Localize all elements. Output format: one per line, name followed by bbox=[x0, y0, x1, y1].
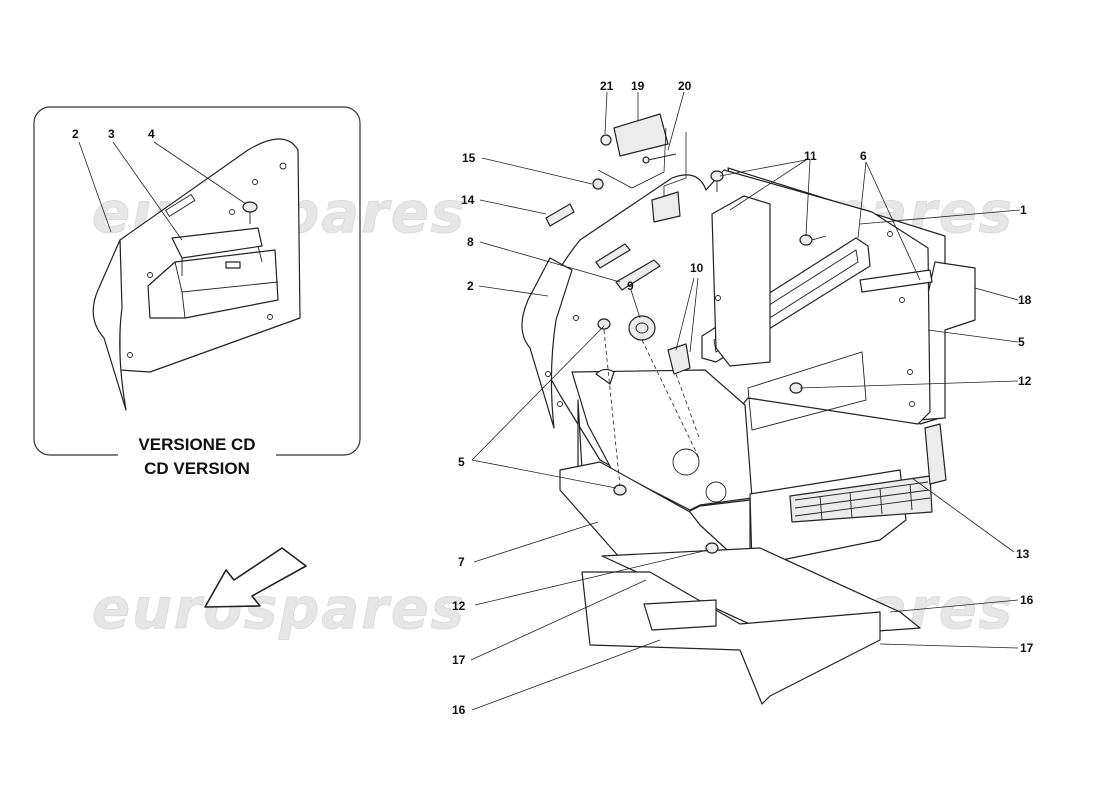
callout-8: 8 bbox=[467, 235, 474, 249]
floor-pan bbox=[571, 369, 753, 511]
screw-5b bbox=[613, 484, 627, 496]
callout-20: 20 bbox=[678, 79, 692, 93]
inset-callout-3: 3 bbox=[108, 127, 115, 141]
direction-arrow-icon bbox=[204, 547, 307, 608]
inset-callout-2: 2 bbox=[72, 127, 79, 141]
callout-labels: 21 19 20 15 14 8 2 9 10 11 6 1 18 5 12 5… bbox=[452, 79, 1034, 717]
callout-12: 12 bbox=[452, 599, 466, 613]
side-grille bbox=[924, 423, 947, 485]
nut-21 bbox=[600, 134, 612, 146]
callout-2: 2 bbox=[467, 279, 474, 293]
main-assembly bbox=[521, 113, 976, 705]
screw-11b bbox=[799, 234, 813, 246]
watermark: eurospares bbox=[92, 577, 466, 642]
callout-14: 14 bbox=[461, 193, 475, 207]
callout-11: 11 bbox=[804, 149, 817, 163]
leader-lines bbox=[470, 91, 1021, 711]
inset-cd-version: 2 3 4 VERSIONE CD CD VERSION bbox=[33, 106, 361, 482]
label-plate bbox=[651, 191, 681, 223]
screw-12b bbox=[705, 542, 719, 554]
callout-18: 18 bbox=[1018, 293, 1032, 307]
radio-bar bbox=[859, 269, 933, 293]
inset-caption-en: CD VERSION bbox=[144, 459, 250, 478]
callout-16: 16 bbox=[1020, 593, 1034, 607]
pad-14 bbox=[545, 203, 575, 227]
inset-caption-it: VERSIONE CD bbox=[138, 435, 255, 454]
inset-callout-4: 4 bbox=[148, 127, 155, 141]
callout-5: 5 bbox=[458, 455, 465, 469]
callout-13: 13 bbox=[1016, 547, 1030, 561]
plate-19 bbox=[613, 113, 669, 157]
inset-bracket bbox=[171, 227, 263, 259]
inset-edge-trim bbox=[92, 239, 127, 411]
callout-17: 17 bbox=[452, 653, 466, 667]
callout-17: 17 bbox=[1020, 641, 1034, 655]
vertical-bracket bbox=[711, 195, 771, 367]
screw-5a bbox=[597, 318, 611, 330]
callout-19: 19 bbox=[631, 79, 645, 93]
callout-1: 1 bbox=[1020, 203, 1027, 217]
clip-10 bbox=[667, 343, 691, 375]
callout-21: 21 bbox=[600, 79, 614, 93]
callout-16: 16 bbox=[452, 703, 466, 717]
callout-9: 9 bbox=[627, 279, 634, 293]
callout-10: 10 bbox=[690, 261, 704, 275]
callout-12: 12 bbox=[1018, 374, 1032, 388]
callout-7: 7 bbox=[458, 555, 465, 569]
callout-5: 5 bbox=[1018, 335, 1025, 349]
edge-trim bbox=[521, 257, 573, 429]
cap-15 bbox=[592, 178, 604, 190]
grommet-9 bbox=[628, 315, 656, 341]
callout-6: 6 bbox=[860, 149, 867, 163]
slot-8 bbox=[615, 259, 661, 291]
screw-20 bbox=[647, 153, 677, 161]
callout-15: 15 bbox=[462, 151, 476, 165]
